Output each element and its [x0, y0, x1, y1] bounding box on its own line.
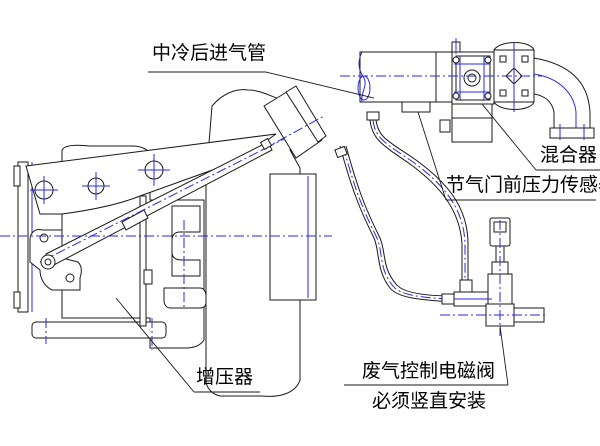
wastegate-solenoid-valve — [440, 217, 546, 336]
label-install-note: 必须竖直安装 — [372, 390, 487, 412]
compressor-outlet — [269, 173, 317, 301]
inlet-flange — [17, 161, 29, 313]
leader-lines — [115, 71, 600, 393]
label-mixer: 混合器 — [540, 144, 598, 166]
turbine-flange — [31, 321, 167, 339]
intercooled-intake-pipe — [359, 51, 441, 103]
vacuum-hoses — [334, 111, 469, 303]
label-turbocharger: 增压器 — [196, 366, 254, 388]
pressure-sensor-body — [401, 101, 431, 113]
turbocharger — [0, 85, 332, 397]
wastegate-actuator — [259, 85, 327, 159]
label-pressure-sensor: 节气门前压力传感器 — [446, 174, 600, 196]
label-intake-pipe: 中冷后进气管 — [152, 42, 267, 64]
bolt-icons — [30, 154, 170, 204]
mixer-elbow — [533, 57, 591, 129]
label-solenoid-valve: 废气控制电磁阀 — [362, 360, 496, 382]
intake-pipe-and-mixer — [340, 38, 595, 143]
